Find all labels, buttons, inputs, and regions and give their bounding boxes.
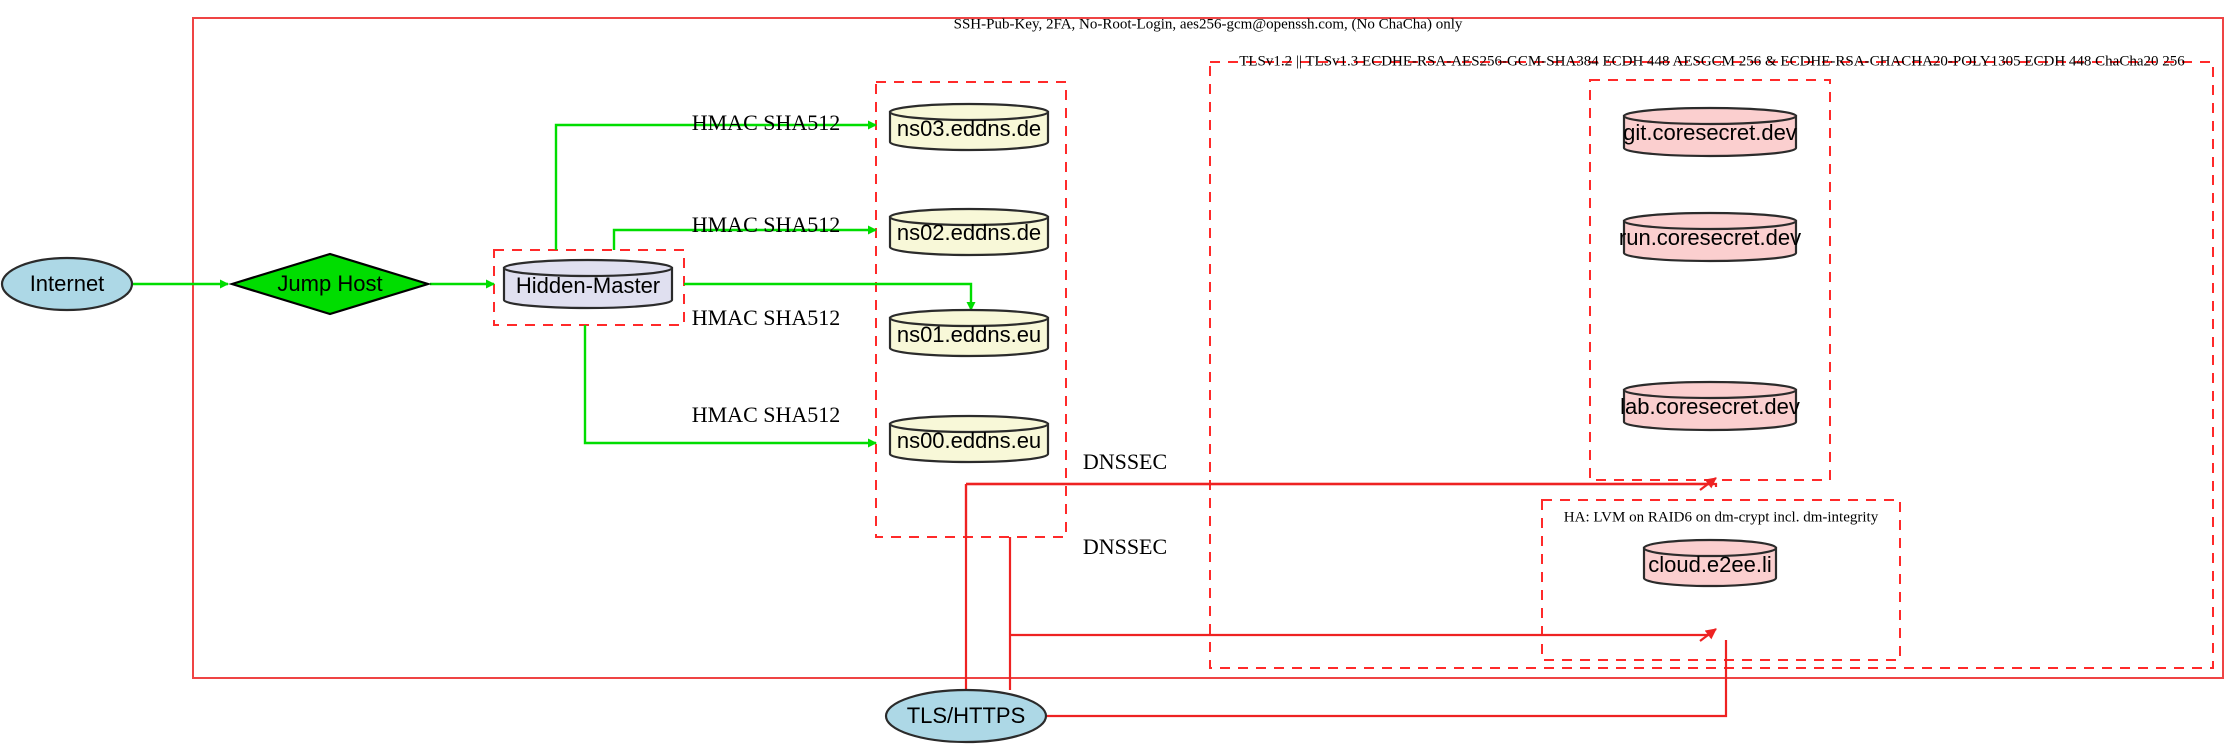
cluster-ssh: SSH-Pub-Key, 2FA, No-Root-Login, aes256-… — [192, 16, 2224, 679]
tls-right-run — [1040, 640, 1728, 718]
node-ns03[interactable]: ns03.eddns.de — [888, 102, 1050, 152]
edge-master-to-ns01 — [684, 282, 976, 311]
ns03-label: ns03.eddns.de — [897, 116, 1041, 141]
green-edge-group — [132, 120, 976, 448]
cluster-ha-label: HA: LVM on RAID6 on dm-crypt incl. dm-in… — [1564, 509, 1879, 525]
ns00-body[interactable] — [888, 422, 1050, 464]
hidden-master-top — [502, 258, 674, 278]
node-git-coresecret[interactable]: git.coresecret.dev — [1622, 106, 1798, 158]
edge-label-hmac-ns00: HMAC SHA512 — [692, 402, 841, 427]
edge-label-group: HMAC SHA512 HMAC SHA512 HMAC SHA512 HMAC… — [692, 110, 1167, 559]
cluster-nameservers-border — [875, 81, 1067, 538]
ns02-label: ns02.eddns.de — [897, 220, 1041, 245]
cluster-ssh-label: SSH-Pub-Key, 2FA, No-Root-Login, aes256-… — [954, 16, 1463, 32]
run-coresecret-label: run.coresecret.dev — [1619, 225, 1801, 250]
edge-master-to-ns02 — [612, 225, 877, 250]
dnssec-lower-arrow — [1699, 628, 1717, 642]
jump-host-diamond[interactable] — [228, 252, 432, 316]
edge-label-dnssec-lower: DNSSEC — [1083, 534, 1167, 559]
edge-master-to-ns03 — [554, 120, 877, 250]
ns01-label: ns01.eddns.eu — [897, 322, 1041, 347]
lab-coresecret-label: lab.coresecret.dev — [1620, 394, 1800, 419]
tls-https-label: TLS/HTTPS — [907, 703, 1026, 728]
node-lab-coresecret[interactable]: lab.coresecret.dev — [1620, 380, 1800, 432]
internet-label: Internet — [30, 271, 105, 296]
ns03-body[interactable] — [888, 110, 1050, 152]
tls-https-ellipse[interactable] — [884, 688, 1048, 744]
cluster-tls-border — [1209, 61, 2214, 669]
ns01-body[interactable] — [888, 316, 1050, 358]
node-cloud-e2ee[interactable]: cloud.e2ee.li — [1642, 538, 1778, 588]
cloud-e2ee-label: cloud.e2ee.li — [1648, 552, 1772, 577]
node-ns00[interactable]: ns00.eddns.eu — [888, 414, 1050, 464]
edge-label-hmac-ns02: HMAC SHA512 — [692, 212, 841, 237]
ns01-top — [888, 308, 1050, 328]
node-run-coresecret[interactable]: run.coresecret.dev — [1619, 211, 1801, 263]
edge-label-dnssec-upper: DNSSEC — [1083, 449, 1167, 474]
run-coresecret-body[interactable] — [1622, 219, 1798, 263]
cluster-tls: TLSv1.2 || TLSv1.3 ECDHE-RSA-AES256-GCM-… — [1209, 53, 2214, 669]
run-coresecret-top — [1622, 211, 1798, 231]
cluster-ha-border — [1541, 499, 1901, 661]
node-jump-host[interactable]: Jump Host — [228, 252, 432, 316]
internet-ellipse[interactable] — [0, 256, 134, 312]
ns02-body[interactable] — [888, 215, 1050, 257]
ns00-label: ns00.eddns.eu — [897, 428, 1041, 453]
edge-label-hmac-ns01: HMAC SHA512 — [692, 305, 841, 330]
cloud-e2ee-top — [1642, 538, 1778, 558]
ns00-top — [888, 414, 1050, 434]
ns03-top — [888, 102, 1050, 122]
lab-coresecret-body[interactable] — [1622, 388, 1798, 432]
git-coresecret-body[interactable] — [1622, 114, 1798, 158]
hidden-master-label: Hidden-Master — [516, 273, 660, 298]
jump-host-label: Jump Host — [277, 271, 382, 296]
edge-label-hmac-ns03: HMAC SHA512 — [692, 110, 841, 135]
node-internet[interactable]: Internet — [0, 256, 134, 312]
red-edge-group — [964, 477, 1728, 718]
hidden-master-body[interactable] — [502, 266, 674, 310]
cluster-nameservers — [875, 81, 1067, 538]
cluster-ha: HA: LVM on RAID6 on dm-crypt incl. dm-in… — [1541, 499, 1901, 661]
node-ns01[interactable]: ns01.eddns.eu — [888, 308, 1050, 358]
node-tls-https[interactable]: TLS/HTTPS — [884, 688, 1048, 744]
git-coresecret-label: git.coresecret.dev — [1623, 120, 1797, 145]
cluster-ssh-border — [192, 17, 2224, 679]
git-coresecret-top — [1622, 106, 1798, 126]
edge-master-to-ns00 — [583, 325, 877, 448]
dnssec-upper-arrow — [1699, 477, 1717, 491]
node-ns02[interactable]: ns02.eddns.de — [888, 207, 1050, 257]
lab-coresecret-top — [1622, 380, 1798, 400]
cloud-e2ee-body[interactable] — [1642, 546, 1778, 588]
cluster-tls-label: TLSv1.2 || TLSv1.3 ECDHE-RSA-AES256-GCM-… — [1239, 53, 2185, 69]
ns02-top — [888, 207, 1050, 227]
node-hidden-master[interactable]: Hidden-Master — [502, 258, 674, 310]
